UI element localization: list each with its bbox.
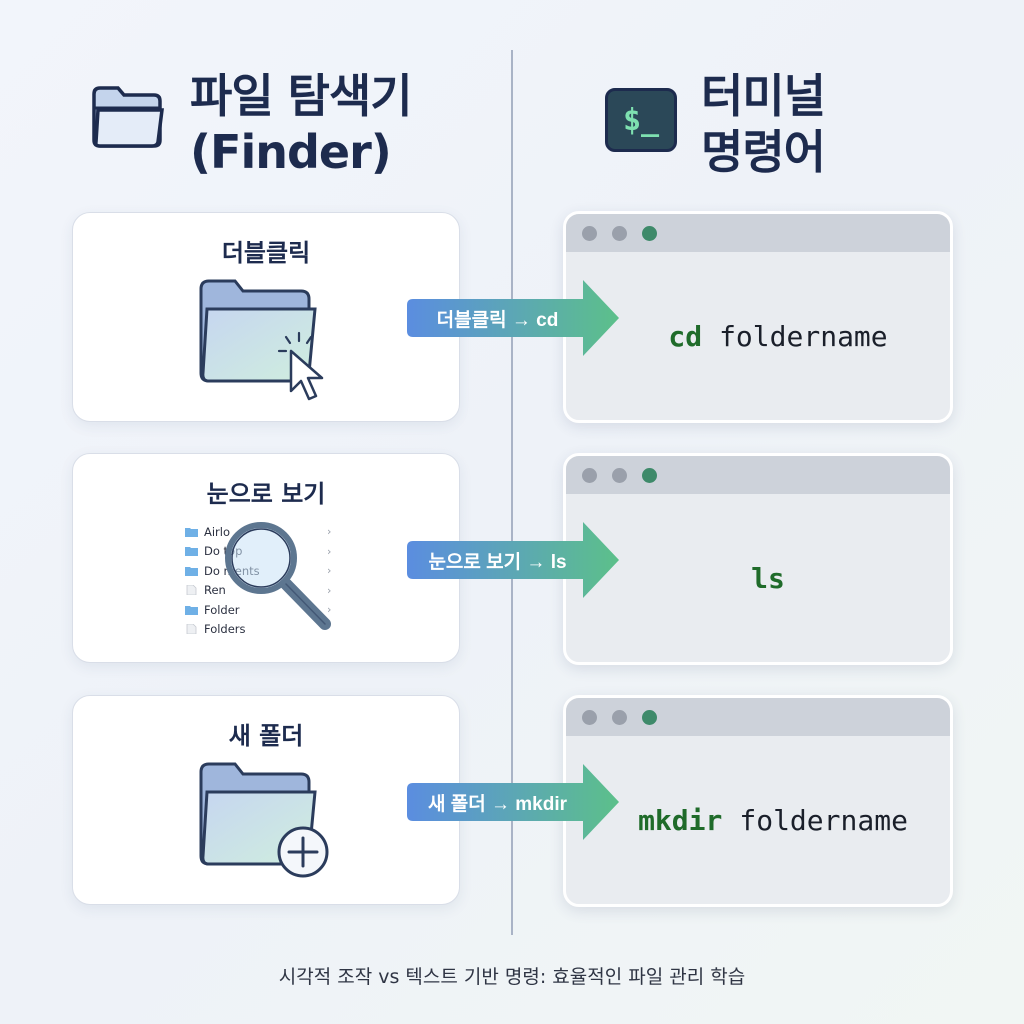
magnifier-icon — [225, 522, 331, 630]
chevron-right-icon: › — [327, 544, 332, 558]
terminal-title-bar — [566, 214, 950, 252]
file-icon — [186, 624, 197, 635]
mapping-arrow-cd: 더블클릭 → cd — [405, 278, 620, 358]
window-dot-icon[interactable] — [612, 467, 627, 483]
terminal-body: cd foldername — [566, 252, 950, 420]
command-name: ls — [751, 561, 785, 595]
terminal-icon-text: $_ — [622, 102, 660, 138]
file-icon — [186, 585, 197, 596]
right-header: $_ 터미널 명령어 — [605, 68, 826, 180]
terminal-title-bar — [566, 698, 950, 736]
right-title: 터미널 명령어 — [701, 68, 826, 180]
command-name: cd — [668, 319, 703, 353]
terminal-icon: $_ — [605, 88, 677, 152]
terminal-window-cd: cd foldername — [563, 211, 953, 423]
window-dot-icon[interactable] — [642, 467, 657, 483]
center-divider — [511, 50, 513, 935]
left-header: 파일 탐색기 (Finder) — [90, 68, 413, 180]
folder-icon — [185, 605, 198, 615]
list-item: Airlo › — [185, 522, 345, 542]
command-name: mkdir — [638, 803, 723, 837]
file-name: Ren — [204, 583, 226, 598]
list-item: Ren › — [185, 581, 345, 601]
card-title: 눈으로 보기 — [206, 480, 326, 508]
chevron-right-icon: › — [327, 525, 332, 539]
window-dot-icon[interactable] — [642, 225, 657, 241]
card-new-folder: 새 폴더 — [72, 695, 460, 905]
card-title: 더블클릭 — [221, 239, 311, 267]
window-dot-icon[interactable] — [642, 709, 657, 725]
file-name: Folder — [204, 602, 240, 617]
window-dot-icon[interactable] — [582, 225, 597, 241]
command-argument: foldername — [719, 319, 888, 353]
terminal-title-bar — [566, 456, 950, 494]
window-dot-icon[interactable] — [582, 709, 597, 725]
left-title-line2: (Finder) — [190, 125, 392, 179]
right-title-line1: 터미널 — [701, 69, 826, 123]
chevron-right-icon: › — [327, 583, 332, 597]
folder-icon — [92, 86, 164, 148]
window-dot-icon[interactable] — [612, 225, 627, 241]
footer-caption: 시각적 조작 vs 텍스트 기반 명령: 효율적인 파일 관리 학습 — [278, 966, 746, 988]
left-title: 파일 탐색기 (Finder) — [190, 68, 413, 180]
card-view: 눈으로 보기 Airlo › Do top › Do ments › Ren ›… — [72, 453, 460, 663]
folder-plus-icon — [199, 762, 329, 878]
file-name: Airlo — [204, 524, 231, 539]
arrow-label: 더블클릭 → cd — [436, 309, 559, 331]
list-item: Folder › — [185, 600, 345, 620]
terminal-window-ls: ls — [563, 453, 953, 665]
left-title-line1: 파일 탐색기 — [190, 69, 413, 123]
arrow-label: 새 폴더 → mkdir — [427, 793, 568, 815]
mapping-arrow-mkdir: 새 폴더 → mkdir — [405, 762, 620, 842]
window-dot-icon[interactable] — [582, 467, 597, 483]
card-double-click: 더블클릭 — [72, 212, 460, 422]
command-argument: foldername — [739, 803, 908, 837]
chevron-right-icon: › — [327, 564, 332, 578]
arrow-label: 눈으로 보기 → ls — [428, 551, 567, 573]
folder-cursor-icon — [199, 279, 324, 401]
file-name: Folders — [204, 622, 246, 637]
right-title-line2: 명령어 — [701, 125, 826, 179]
list-item: Folders — [185, 620, 345, 640]
terminal-window-mkdir: mkdir foldername — [563, 695, 953, 907]
window-dot-icon[interactable] — [612, 709, 627, 725]
chevron-right-icon: › — [327, 603, 332, 617]
mapping-arrow-ls: 눈으로 보기 → ls — [405, 520, 620, 600]
card-title: 새 폴더 — [228, 722, 304, 750]
folder-icon — [185, 547, 198, 557]
terminal-body: mkdir foldername — [566, 736, 950, 904]
terminal-body: ls — [566, 494, 950, 662]
folder-icon — [185, 566, 198, 576]
folder-icon — [185, 527, 198, 537]
